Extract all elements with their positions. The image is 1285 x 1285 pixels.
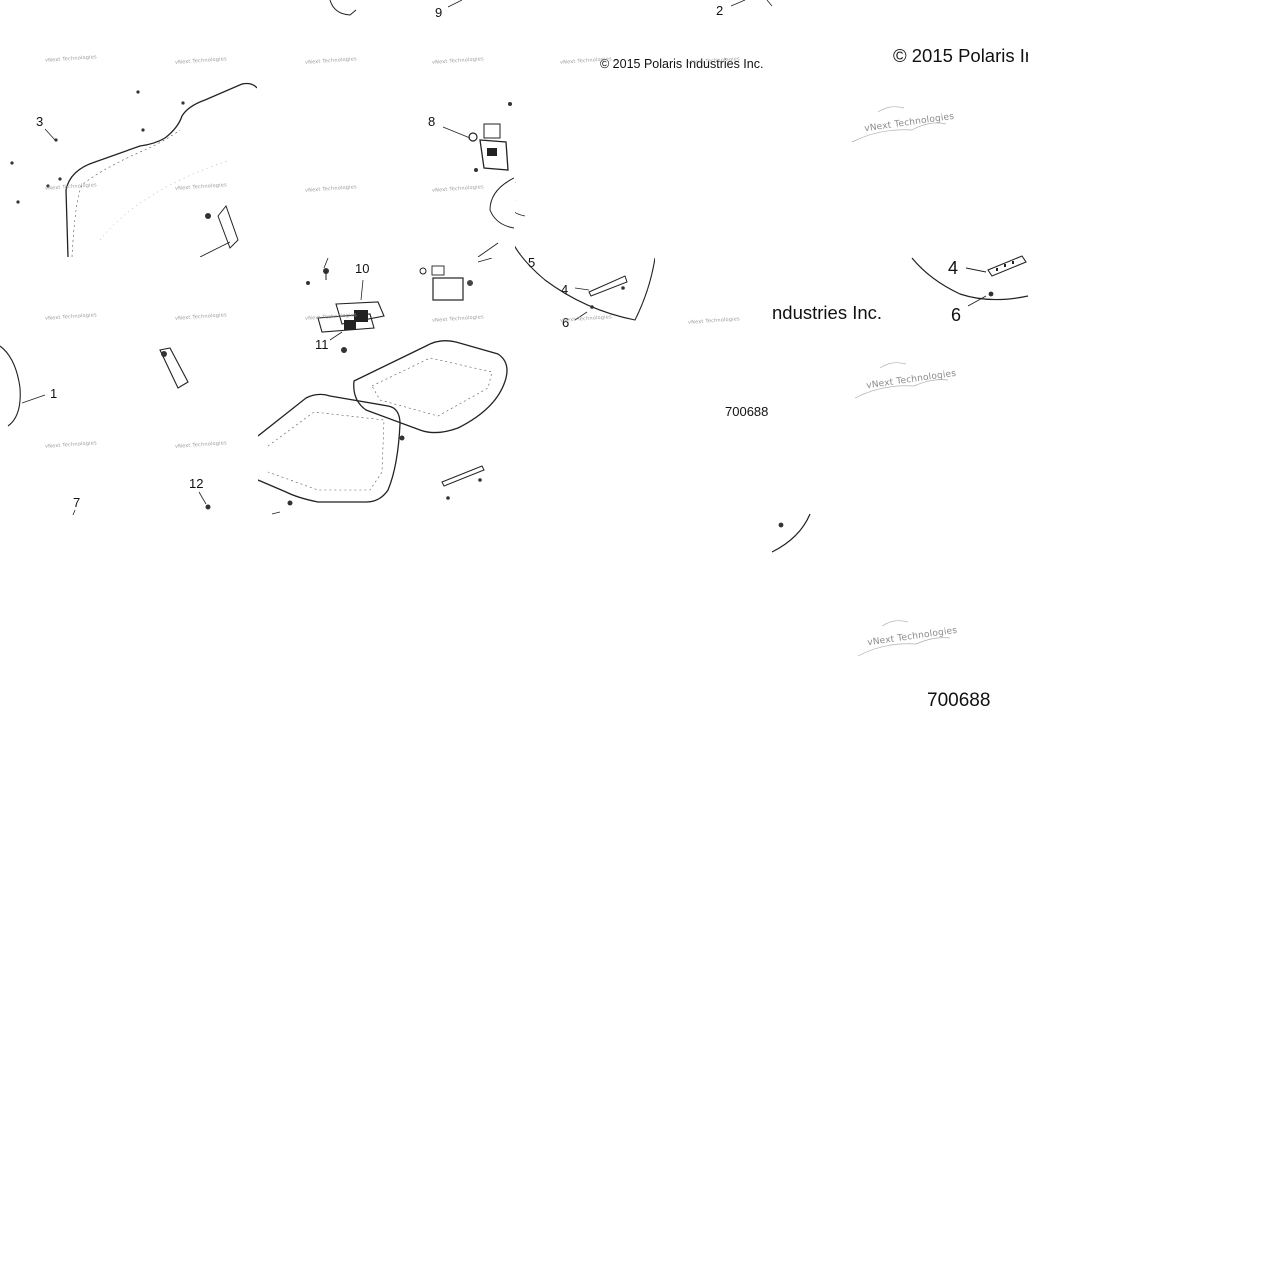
- callout-2: 2: [716, 3, 724, 18]
- callout-8: 8: [428, 114, 436, 129]
- copyright-large-partial: © 2015 Polaris Ir: [893, 45, 1028, 66]
- panel-fender: [515, 170, 655, 340]
- figure-number-small: 700688: [725, 404, 769, 419]
- top-strip-linework: [329, 0, 773, 16]
- callout-11: 11: [315, 337, 329, 352]
- copyright-large-partial-mid: ndustries Inc.: [772, 302, 883, 323]
- watermark-large: vNext Technologies: [866, 625, 958, 649]
- watermark-large: vNext Technologies: [865, 368, 957, 392]
- watermark-large: vNext Technologies: [863, 111, 955, 135]
- latch-drawing: [442, 102, 514, 257]
- callout-7: 7: [73, 495, 81, 510]
- callout-4: 4: [561, 282, 569, 297]
- watermark: vNext Technologies: [687, 316, 741, 326]
- callout-1: 1: [50, 386, 58, 401]
- callout-10: 10: [355, 261, 370, 276]
- panel-backrest: [0, 40, 257, 257]
- callout-12: 12: [189, 476, 204, 491]
- backrest-drawing: [10, 82, 257, 257]
- fender-drawing: [515, 182, 655, 321]
- callout-5: 5: [528, 255, 536, 270]
- callout-3: 3: [36, 114, 44, 129]
- hinge-drawing: [0, 345, 211, 515]
- panel-seat-bottoms: [258, 258, 514, 515]
- seat-bottoms-drawing: [258, 258, 508, 515]
- callout-6: 6: [562, 315, 570, 330]
- callout-4-large: 4: [948, 258, 959, 278]
- panel-latch: [258, 40, 514, 257]
- callout-6-large: 6: [951, 305, 962, 325]
- figure-number-large: 700688: [927, 690, 991, 711]
- callout-9: 9: [435, 5, 443, 20]
- copyright-small: © 2015 Polaris Industries Inc.: [600, 57, 764, 71]
- panel-hinge: [0, 258, 257, 515]
